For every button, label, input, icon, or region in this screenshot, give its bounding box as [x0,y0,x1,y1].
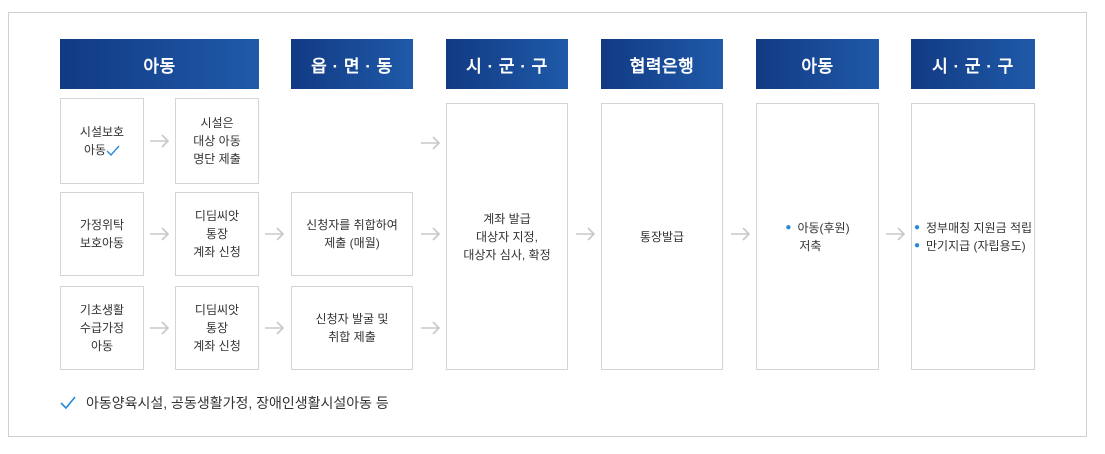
header-child-2: 아동 [756,39,879,89]
basic-apply-label: 디딤씨앗 통장 계좌 신청 [193,303,241,353]
arrow-right-icon [576,227,596,241]
matching-item-2: 만기지급 (자립용도) [926,238,1026,253]
check-icon [60,396,76,410]
matching-item-1: 정부매칭 지원금 적립 [926,220,1033,235]
arrow-right-icon [150,321,170,335]
arrow-right-icon [731,227,751,241]
matching-list: ● 정부매칭 지원금 적립 ● 만기지급 (자립용도) [914,219,1032,255]
account-issue-label: 계좌 발급 대상자 지정, 대상자 심사, 확정 [463,211,551,262]
bullet-icon: ● [913,221,920,233]
foster-apply-label: 디딤씨앗 통장 계좌 신청 [193,209,241,259]
arrow-right-icon [265,321,285,335]
bankbook-issue-box: 통장발급 [601,103,723,370]
foster-child-box: 가정위탁 보호아동 [60,192,144,276]
child-saving-item-cont: 저축 [799,238,822,253]
header-bank: 협력은행 [601,39,723,89]
diagram-frame [8,12,1087,437]
collect-submit-label: 신청자를 취합하여 제출 (매월) [306,218,398,250]
arrow-right-icon [150,134,170,148]
matching-box: ● 정부매칭 지원금 적립 ● 만기지급 (자립용도) [911,103,1035,370]
bullet-icon: ● [785,221,792,233]
account-issue-box: 계좌 발급 대상자 지정, 대상자 심사, 확정 [446,103,568,370]
header-city-1: 시 · 군 · 구 [446,39,568,89]
basic-apply-box: 디딤씨앗 통장 계좌 신청 [175,286,259,370]
child-saving-item: 아동(후원) [797,220,850,235]
bankbook-issue-label: 통장발급 [639,229,685,244]
bullet-icon: ● [913,239,920,251]
header-city-2: 시 · 군 · 구 [911,39,1035,89]
facility-child-label: 시설보호 아동 [79,125,125,157]
foster-apply-box: 디딤씨앗 통장 계좌 신청 [175,192,259,276]
basic-livelihood-child-box: 기초생활 수급가정 아동 [60,286,144,370]
footnote-text: 아동양육시설, 공동생활가정, 장애인생활시설아동 등 [86,395,389,411]
arrow-right-icon [421,227,441,241]
child-saving-box: ● 아동(후원) 저축 [756,103,879,370]
arrow-right-icon [886,227,906,241]
child-saving-list: ● 아동(후원) 저축 [785,219,849,255]
collect-submit-box: 신청자를 취합하여 제출 (매월) [291,192,413,276]
header-child-1: 아동 [60,39,259,89]
facility-child-box: 시설보호 아동 [60,98,144,184]
arrow-right-icon [150,227,170,241]
basic-livelihood-child-label: 기초생활 수급가정 아동 [79,303,125,353]
footnote: 아동양육시설, 공동생활가정, 장애인생활시설아동 등 [60,393,389,413]
arrow-right-icon [265,227,285,241]
facility-submit-label: 시설은 대상 아동 명단 제출 [193,116,241,166]
discover-submit-label: 신청자 발굴 및 취합 제출 [315,312,389,344]
header-town: 읍 · 면 · 동 [291,39,413,89]
arrow-right-icon [421,136,441,150]
foster-child-label: 가정위탁 보호아동 [79,218,125,250]
discover-submit-box: 신청자 발굴 및 취합 제출 [291,286,413,370]
arrow-right-icon [421,321,441,335]
facility-submit-box: 시설은 대상 아동 명단 제출 [175,98,259,184]
check-icon [106,145,120,156]
